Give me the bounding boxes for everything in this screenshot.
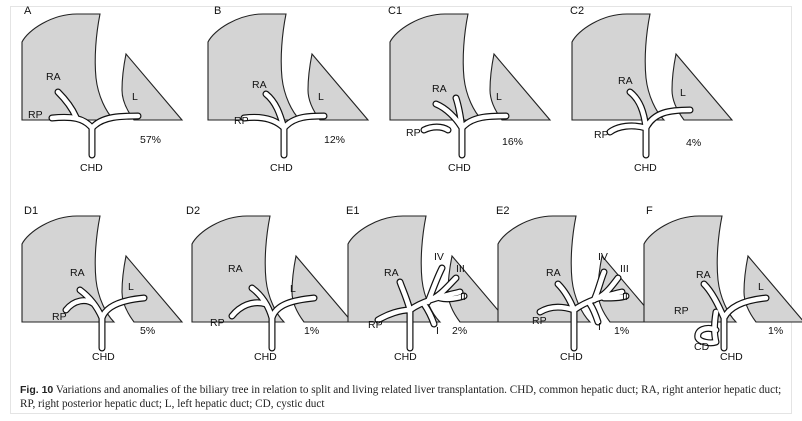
panel-F: F RA RP L CD CHD 1% xyxy=(643,205,802,363)
label-chd: CHD xyxy=(254,351,277,363)
panel-letter: E1 xyxy=(346,205,359,217)
label-chd: CHD xyxy=(720,351,743,363)
panel-C1: C1 RA RP L CHD 16% xyxy=(388,5,551,174)
panel-E1: E1 RA RP IV III II I CHD 2% xyxy=(346,205,509,363)
label-ra: RA xyxy=(696,269,711,281)
label-chd: CHD xyxy=(560,351,583,363)
label-i: I xyxy=(598,321,601,333)
panel-D2: D2 RA RP L CHD 1% xyxy=(186,205,353,363)
label-ra: RA xyxy=(432,83,447,95)
label-iii: III xyxy=(456,263,465,275)
panel-E2: E2 RA RP IV III II I CHD 1% xyxy=(496,205,659,363)
biliary-tree xyxy=(606,88,694,159)
biliary-tree xyxy=(694,280,770,352)
label-rp: RP xyxy=(52,311,67,323)
panel-letter: D2 xyxy=(186,205,200,217)
label-chd: CHD xyxy=(634,162,657,174)
label-ii: II xyxy=(622,291,628,303)
biliary-tree xyxy=(420,94,510,159)
panel-letter: C1 xyxy=(388,5,402,17)
panel-A: A RA RP L CHD 57% xyxy=(21,5,183,174)
label-chd: CHD xyxy=(92,351,115,363)
panel-letter: B xyxy=(214,5,221,17)
figure-number: Fig. 10 xyxy=(20,384,54,396)
panel-letter: E2 xyxy=(496,205,509,217)
caption-text: Variations and anomalies of the biliary … xyxy=(20,384,782,410)
panel-B: B RA RP L CHD 12% xyxy=(207,5,369,174)
label-l: L xyxy=(128,281,134,293)
label-ra: RA xyxy=(228,263,243,275)
label-l: L xyxy=(318,91,324,103)
label-l: L xyxy=(290,283,296,295)
label-i: I xyxy=(436,325,439,337)
panel-C2: C2 RA RP L CHD 4% xyxy=(570,5,733,174)
label-rp: RP xyxy=(674,305,689,317)
percent-label: 1% xyxy=(768,325,783,337)
label-l: L xyxy=(496,91,502,103)
label-iii: III xyxy=(620,263,629,275)
label-chd: CHD xyxy=(394,351,417,363)
label-l: L xyxy=(132,91,138,103)
label-rp: RP xyxy=(368,319,383,331)
percent-label: 16% xyxy=(502,136,523,148)
label-rp: RP xyxy=(406,127,421,139)
label-iv: IV xyxy=(434,251,444,263)
percent-label: 1% xyxy=(304,325,319,337)
percent-label: 1% xyxy=(614,325,629,337)
label-chd: CHD xyxy=(270,162,293,174)
biliary-tree xyxy=(374,264,468,352)
panel-letter: F xyxy=(646,205,653,217)
label-iv: IV xyxy=(598,251,608,263)
panel-letter: A xyxy=(24,5,32,17)
label-l: L xyxy=(680,87,686,99)
label-ra: RA xyxy=(70,267,85,279)
label-rp: RP xyxy=(532,315,547,327)
percent-label: 4% xyxy=(686,137,701,149)
label-ii: II xyxy=(460,291,466,303)
panel-letter: D1 xyxy=(24,205,38,217)
percent-label: 2% xyxy=(452,325,467,337)
label-chd: CHD xyxy=(448,162,471,174)
figure-caption: Fig. 10 Variations and anomalies of the … xyxy=(20,383,790,411)
label-ra: RA xyxy=(46,71,61,83)
label-rp: RP xyxy=(210,317,225,329)
label-ra: RA xyxy=(252,79,267,91)
biliary-tree xyxy=(240,90,328,159)
panel-letter: C2 xyxy=(570,5,584,17)
label-rp: RP xyxy=(28,109,43,121)
label-chd: CHD xyxy=(80,162,103,174)
label-rp: RP xyxy=(594,129,609,141)
panel-D1: D1 RA RP L CHD 5% xyxy=(21,205,183,363)
label-l: L xyxy=(758,281,764,293)
percent-label: 5% xyxy=(140,325,155,337)
percent-label: 12% xyxy=(324,134,345,146)
label-ra: RA xyxy=(384,267,399,279)
biliary-tree xyxy=(228,284,318,352)
biliary-tree xyxy=(48,88,142,159)
label-ra: RA xyxy=(546,267,561,279)
label-ra: RA xyxy=(618,75,633,87)
biliary-tree xyxy=(536,268,630,352)
percent-label: 57% xyxy=(140,134,161,146)
biliary-tree xyxy=(62,286,148,352)
label-rp: RP xyxy=(234,115,249,127)
label-cd: CD xyxy=(694,341,710,353)
